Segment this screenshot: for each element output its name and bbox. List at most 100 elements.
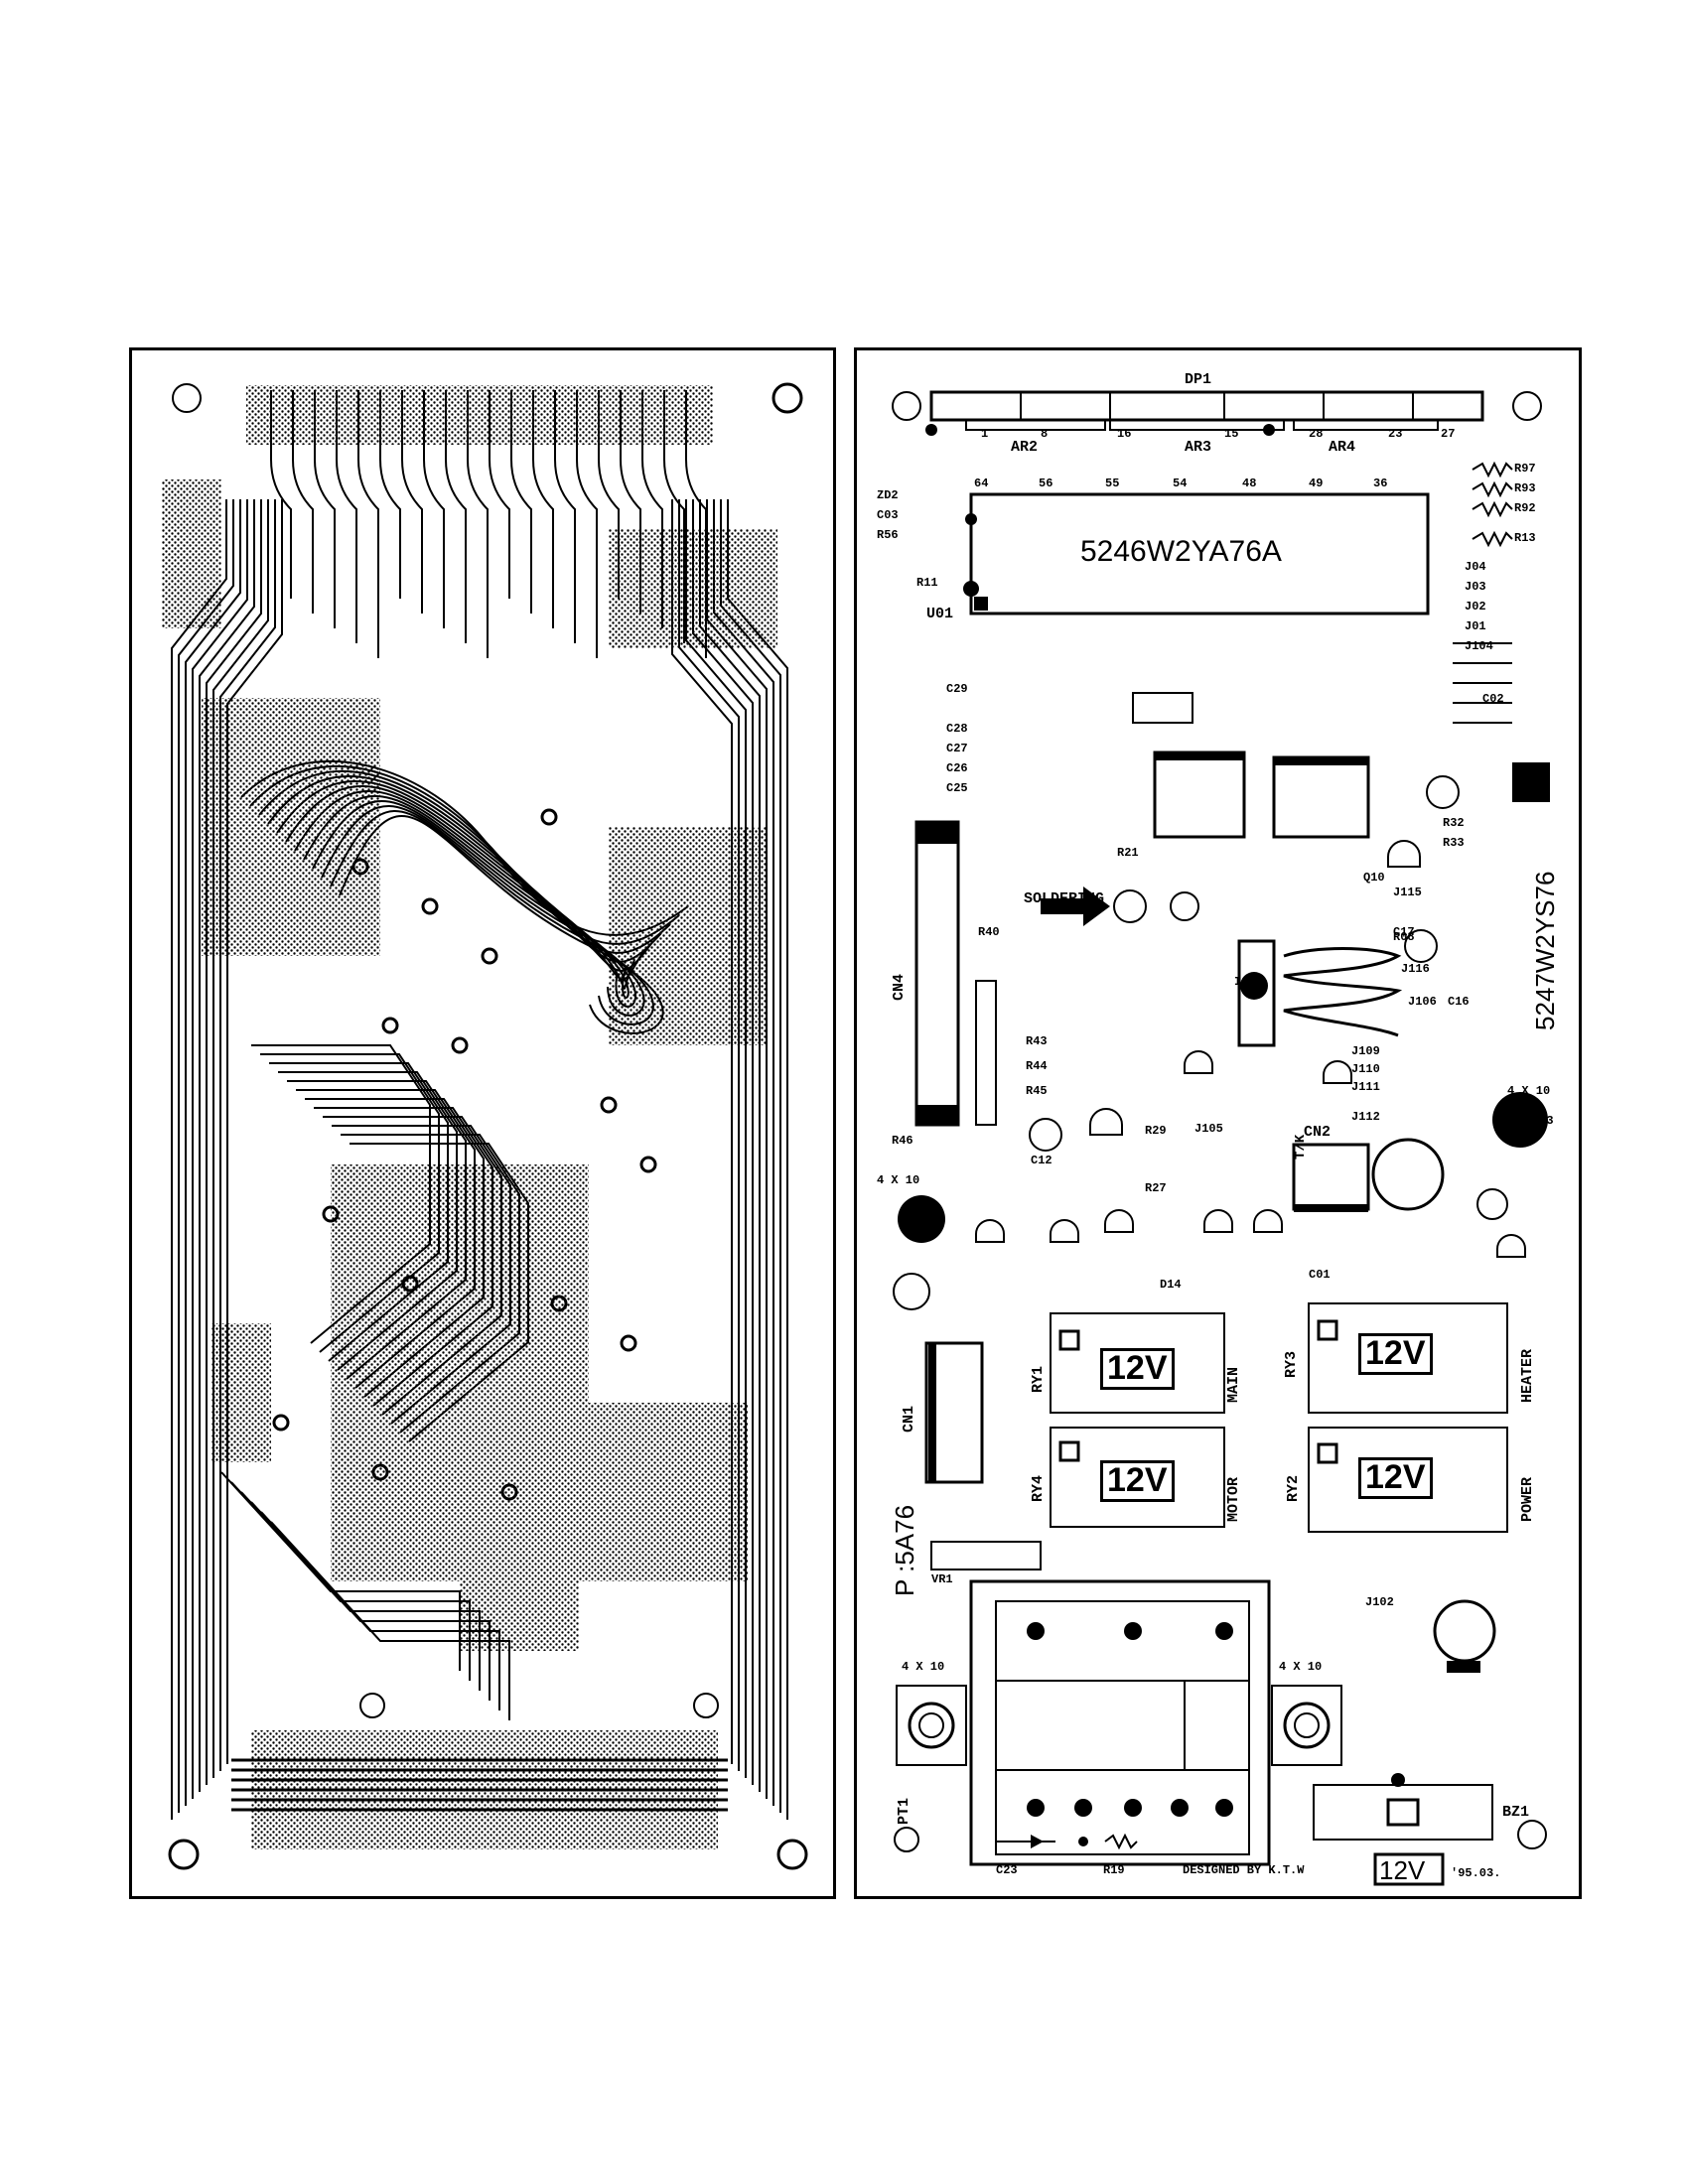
jumper-label: J02	[1465, 600, 1486, 614]
buzzer-outline	[1313, 1784, 1493, 1841]
display-outline	[929, 390, 1484, 422]
ic-pin-label: 64	[974, 477, 989, 490]
jumper-label: J106	[1408, 995, 1437, 1009]
display-pin-label: 27	[1441, 427, 1456, 441]
soldering-label: SOLDERING	[1024, 890, 1105, 907]
component-label: C03	[877, 508, 899, 522]
mount-hole	[892, 391, 921, 421]
mount-hole	[772, 382, 803, 414]
mount-hole	[693, 1693, 719, 1718]
mount-hole	[1512, 391, 1542, 421]
cn4-outline	[914, 820, 960, 1127]
board-part-number: 5247W2YS76	[1530, 871, 1560, 1030]
component-label: R44	[1026, 1059, 1048, 1073]
vr-label: VR1	[931, 1572, 953, 1586]
display-pin-label: 23	[1388, 427, 1403, 441]
component-label: R43	[1026, 1034, 1048, 1048]
component-label: C17	[1393, 925, 1415, 939]
jumper-label: J01	[1465, 619, 1486, 633]
transformer-outline	[969, 1579, 1271, 1866]
mount-hole	[776, 1839, 808, 1870]
display-pin-label: 8	[1041, 427, 1049, 441]
array-label: AR2	[1011, 439, 1039, 456]
jumper-label: J110	[1351, 1062, 1380, 1076]
date-label: '95.03.	[1451, 1866, 1501, 1880]
component-label: R45	[1026, 1084, 1048, 1098]
connector-label: CN4	[891, 973, 908, 1001]
component-label: IC2	[1234, 975, 1256, 989]
silkscreen-artwork	[892, 390, 1550, 1886]
jumper-label: J104	[1465, 639, 1493, 653]
ic-pin-label: 49	[1309, 477, 1324, 490]
component-label: R29	[1145, 1124, 1167, 1138]
relay-name-label: HEATER	[1519, 1348, 1536, 1403]
soldering-arrow	[1041, 887, 1110, 926]
ic-pin-label: 56	[1039, 477, 1053, 490]
resistor-label: R13	[1514, 531, 1536, 545]
resistor-label: R93	[1514, 481, 1536, 495]
voltage-tag: 12V	[1379, 1855, 1426, 1885]
jumper-label: J115	[1393, 886, 1422, 899]
connector-label: CN1	[901, 1405, 917, 1433]
component-label: C28	[946, 722, 968, 736]
ic-pin-label: 48	[1242, 477, 1257, 490]
ic-pin-label: 36	[1373, 477, 1388, 490]
designer-credit: DESIGNED BY K.T.W	[1183, 1863, 1305, 1877]
relay-voltage-tag: 12V	[1358, 1333, 1433, 1375]
relay-ref-label: RY3	[1283, 1350, 1300, 1378]
mcu-part-number: 5246W2YA76A	[1080, 535, 1282, 568]
component-label: Q10	[1363, 871, 1385, 885]
display-pin-label: 16	[1117, 427, 1132, 441]
component-label: ZD2	[877, 488, 899, 502]
component-label: R40	[978, 925, 1000, 939]
buzzer-label: BZ1	[1502, 1804, 1530, 1821]
relay-ref-label: RY1	[1030, 1365, 1047, 1393]
component-label: R46	[892, 1134, 913, 1148]
display-pin-label: 1	[981, 427, 989, 441]
jumper-label: J116	[1401, 962, 1430, 976]
screw-label: 4 X 10	[877, 1173, 920, 1187]
array-label: AR3	[1185, 439, 1212, 456]
copper-trace-artwork	[162, 382, 808, 1870]
jumper-label: J03	[1465, 580, 1486, 594]
display-pin-label: 28	[1309, 427, 1324, 441]
transformer-label: PT1	[896, 1797, 912, 1825]
jumper-label: J105	[1194, 1122, 1223, 1136]
relay-voltage-tag: 12V	[1358, 1457, 1433, 1499]
connector-label: CN2	[1304, 1124, 1332, 1141]
mcu-outline	[969, 492, 1430, 615]
display-pin-label: 15	[1224, 427, 1239, 441]
component-label: C16	[1448, 995, 1470, 1009]
component-label: R08	[1393, 930, 1415, 944]
component-label: C25	[946, 781, 968, 795]
component-label: D03	[1532, 1114, 1554, 1128]
component-label: R11	[916, 576, 938, 590]
component-label: R27	[1145, 1181, 1167, 1195]
relay-name-label: MOTOR	[1225, 1476, 1242, 1522]
array-label: AR4	[1329, 439, 1356, 456]
screw-label: 4 X 10	[1507, 1084, 1551, 1098]
component-label: C29	[946, 682, 968, 696]
jumper-label: J112	[1351, 1110, 1380, 1124]
mount-hole	[359, 1693, 385, 1718]
pcb-code: P :5A76	[890, 1504, 919, 1596]
ic-pin-label: 55	[1105, 477, 1120, 490]
mount-hole	[1517, 1820, 1547, 1849]
resistor-label: R33	[1443, 836, 1465, 850]
component-label: C12	[1031, 1154, 1052, 1167]
relay-name-label: MAIN	[1225, 1366, 1242, 1403]
component-label: C23	[996, 1863, 1018, 1877]
component-label: R19	[1103, 1863, 1125, 1877]
mcu-ref-label: U01	[926, 606, 954, 622]
screw-label: 4 X 10	[902, 1660, 945, 1674]
component-label: C01	[1309, 1268, 1331, 1282]
mount-hole	[894, 1827, 919, 1852]
mount-hole	[172, 383, 202, 413]
jumper-label: J111	[1351, 1080, 1380, 1094]
jumper-label: J109	[1351, 1044, 1380, 1058]
jumper-label: J102	[1365, 1595, 1394, 1609]
component-label: C02	[1482, 692, 1504, 706]
display-ref-label: DP1	[1185, 371, 1212, 388]
resistor-label: R32	[1443, 816, 1465, 830]
relay-voltage-tag: 12V	[1100, 1348, 1175, 1390]
